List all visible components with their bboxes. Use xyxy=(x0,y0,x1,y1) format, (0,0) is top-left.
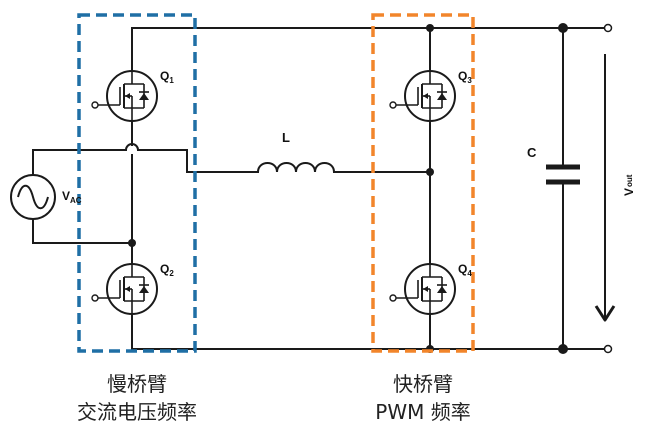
inductor-label: L xyxy=(282,130,290,145)
mosfet-q1-icon xyxy=(91,69,158,123)
capacitor-label: C xyxy=(527,145,537,160)
mosfet-q4-icon xyxy=(389,262,456,316)
vout-arrow-head xyxy=(594,305,616,322)
fast-leg-caption: 快桥臂 PWM 频率 xyxy=(348,370,498,426)
junction-dot xyxy=(426,24,434,32)
junction-dot xyxy=(128,239,136,247)
q2-label: Q2 xyxy=(160,262,174,278)
ac-source-bottom-wire xyxy=(32,219,133,244)
wire-crossover-hop xyxy=(124,143,140,152)
q4-label: Q4 xyxy=(458,262,472,278)
wire-to-inductor xyxy=(186,149,259,173)
vout-label: Vout xyxy=(622,174,636,196)
q3-label: Q3 xyxy=(458,69,472,85)
output-terminal-positive xyxy=(603,23,613,33)
ac-source-icon xyxy=(10,174,56,220)
ac-source-top-wire xyxy=(32,149,127,176)
mosfet-q2-icon xyxy=(91,262,158,316)
junction-dot xyxy=(558,344,568,354)
junction-dot xyxy=(558,23,568,33)
slow-leg-dashed-box xyxy=(77,13,197,353)
inductor-coil xyxy=(256,162,336,174)
fast-leg-caption-line1: 快桥臂 xyxy=(393,372,453,396)
fast-leg-caption-line2: PWM 频率 xyxy=(375,400,471,424)
output-terminal-negative xyxy=(603,344,613,354)
junction-dot xyxy=(426,168,434,176)
slow-leg-caption: 慢桥臂 交流电压频率 xyxy=(62,370,212,426)
slow-leg-caption-line2: 交流电压频率 xyxy=(77,400,197,424)
slow-leg-caption-line1: 慢桥臂 xyxy=(107,372,167,396)
vac-label: VAC xyxy=(62,189,82,205)
q1-label: Q1 xyxy=(160,69,174,85)
mosfet-q3-icon xyxy=(389,69,456,123)
fast-leg-dashed-box xyxy=(371,13,475,353)
